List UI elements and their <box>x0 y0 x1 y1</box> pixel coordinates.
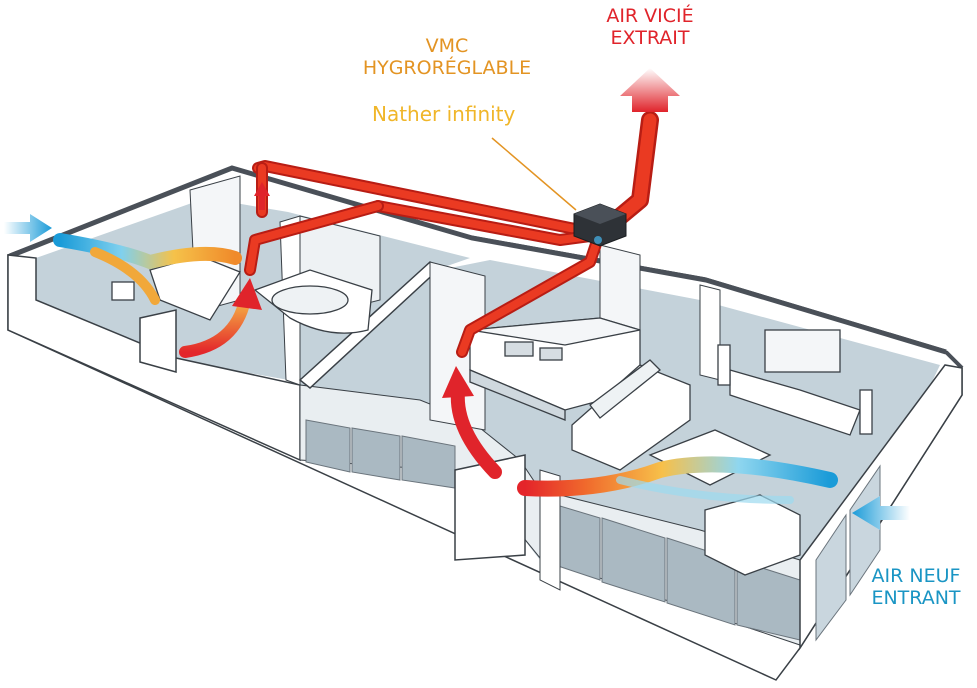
exhaust-arrow <box>620 68 680 112</box>
up-arrow-icon <box>620 68 680 112</box>
interior-wall-7 <box>699 284 721 381</box>
speaker-right <box>859 389 873 435</box>
extract-arrow-kitchen <box>450 385 502 479</box>
sofa <box>571 364 691 471</box>
tv-cabinet <box>729 369 861 436</box>
left-pillar <box>139 309 177 373</box>
bedside-table <box>111 281 135 301</box>
inflow-arrow-icon <box>4 214 52 242</box>
extract-arrow-bath <box>179 294 251 358</box>
interior-wall-5 <box>429 261 486 431</box>
exhaust-label-line1: AIR VICIÉ <box>606 5 694 27</box>
front-pillar <box>454 454 526 561</box>
vmc-label-line1: VMC <box>425 35 469 57</box>
vmc-label: VMC HYGRORÉGLABLE <box>352 35 542 80</box>
interior-wall-8 <box>539 469 561 591</box>
armchair <box>704 494 801 576</box>
television <box>764 329 841 373</box>
product-label: Nather infinity <box>372 102 516 126</box>
fresh-air-flows <box>4 214 910 530</box>
fresh-air-flow-right <box>517 456 838 497</box>
ventilation-unit-icon <box>573 203 627 247</box>
furniture <box>111 255 873 576</box>
inflow-arrow-right <box>852 496 910 530</box>
room-extract-arrows <box>179 182 502 479</box>
speaker-left <box>717 344 731 386</box>
exhaust-label: AIR VICIÉ EXTRAIT <box>596 5 704 50</box>
vmc-label-line2: HYGRORÉGLABLE <box>362 56 532 79</box>
label-leader-line <box>491 137 577 211</box>
fresh-air-label: AIR NEUF ENTRANT <box>858 565 974 610</box>
fresh-air-label-line1: AIR NEUF <box>871 565 961 587</box>
fresh-air-flow-left <box>53 233 242 270</box>
exhaust-label-line2: EXTRAIT <box>610 26 690 49</box>
fresh-air-label-line2: ENTRANT <box>871 586 961 609</box>
